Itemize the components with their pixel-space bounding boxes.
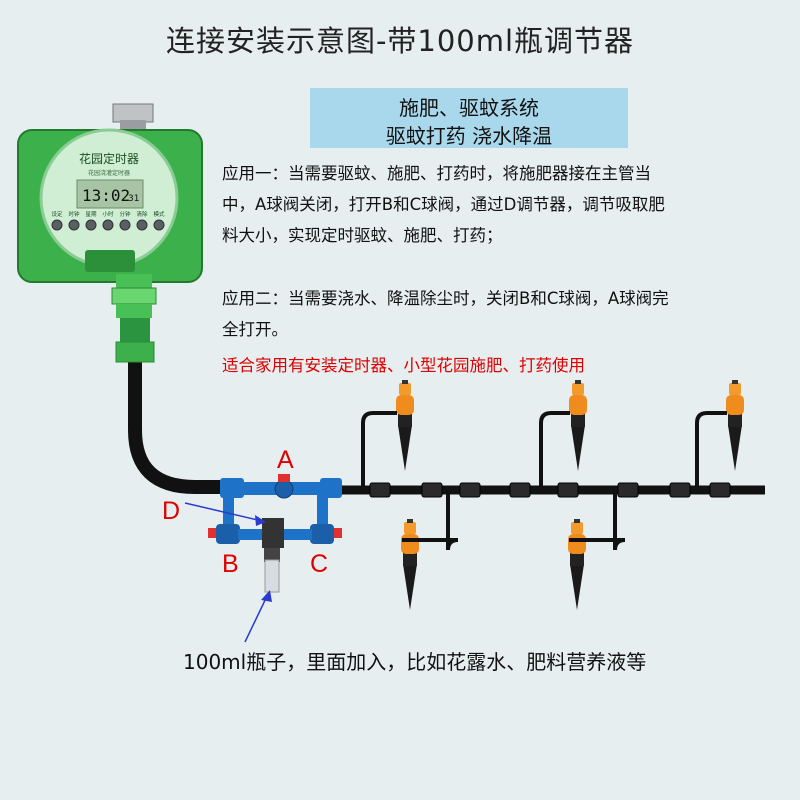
pipe-joint	[670, 483, 690, 497]
timer-button	[86, 220, 96, 230]
regulator-d	[262, 518, 284, 548]
black-hose	[135, 360, 230, 487]
bottle	[265, 560, 279, 592]
timer-button-label: 分钟	[119, 210, 131, 218]
timer-button-label: 模式	[153, 210, 165, 218]
pipe-joint	[710, 483, 730, 497]
label-c: C	[310, 550, 328, 578]
timer-button	[52, 220, 62, 230]
bottle-caption: 100ml瓶子，里面加入，比如花露水、肥料营养液等	[183, 646, 646, 675]
label-d: D	[162, 497, 180, 525]
valve-a	[275, 480, 293, 498]
sprinkler	[541, 380, 587, 490]
label-b: B	[222, 550, 239, 578]
sprinkler	[568, 490, 625, 610]
arrow-bottle	[245, 594, 268, 642]
timer-button-label: 设定	[51, 210, 63, 218]
pipe-joint	[370, 483, 390, 497]
timer-button-label: 清除	[136, 210, 148, 218]
timer-button	[103, 220, 113, 230]
timer-button	[154, 220, 164, 230]
sprinkler	[697, 380, 744, 490]
timer-button-label: 小时	[102, 210, 114, 218]
timer-sublabel: 花园浇灌定时器	[88, 169, 130, 177]
timer-device: 花园定时器 花园浇灌定时器 13:02 31 设定时钟星期小时分钟清除模式	[18, 104, 202, 362]
sprinkler	[401, 490, 458, 610]
timer-button	[137, 220, 147, 230]
pipe-joint	[422, 483, 442, 497]
pipe-joint	[510, 483, 530, 497]
timer-button	[69, 220, 79, 230]
valve-c	[310, 524, 334, 544]
timer-display-seconds: 31	[128, 194, 139, 204]
sprinkler	[363, 380, 414, 490]
timer-button-label: 星期	[85, 211, 97, 218]
label-a: A	[277, 446, 294, 474]
pipe-joint	[460, 483, 480, 497]
valve-b	[216, 524, 240, 544]
pipe-joint	[558, 483, 578, 497]
timer-button	[120, 220, 130, 230]
pipe-joint	[618, 483, 638, 497]
timer-button-label: 时钟	[68, 210, 80, 218]
timer-display-time: 13:02	[82, 186, 130, 205]
timer-label: 花园定时器	[79, 151, 139, 166]
